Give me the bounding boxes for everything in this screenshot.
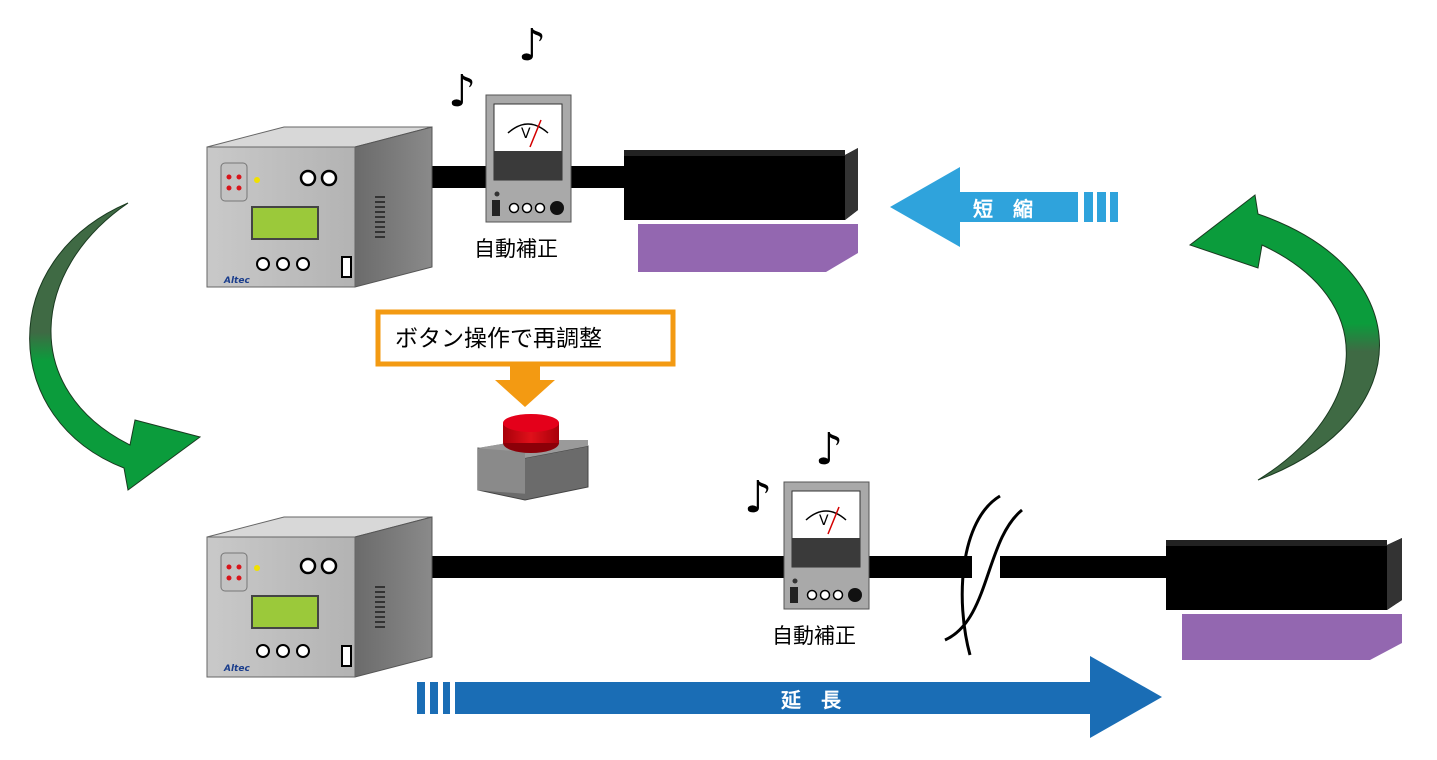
shorten-arrow: 短 縮 bbox=[890, 167, 1118, 247]
auto-correct-label-top: 自動補正 bbox=[474, 237, 558, 261]
red-push-button-icon bbox=[477, 414, 589, 501]
controller-bottom: Altec bbox=[206, 516, 433, 678]
svg-text:♪: ♪ bbox=[518, 20, 546, 71]
controller-top: Altec bbox=[206, 126, 433, 288]
button-callout: ボタン操作で再調整 bbox=[375, 309, 676, 407]
left-curved-arrow-icon bbox=[29, 202, 202, 491]
svg-text:♪: ♪ bbox=[448, 66, 476, 117]
light-head-top bbox=[624, 148, 858, 272]
extend-label: 延 長 bbox=[780, 688, 842, 712]
meter-unit-top: V bbox=[521, 126, 531, 142]
svg-text:♪: ♪ bbox=[815, 424, 843, 475]
voltmeter-icon: V bbox=[783, 481, 870, 610]
shorten-label: 短 縮 bbox=[973, 197, 1033, 221]
voltmeter-icon: V bbox=[485, 94, 572, 223]
brand-logo-top: Altec bbox=[223, 276, 250, 286]
meter-unit-bottom: V bbox=[819, 513, 829, 529]
light-head-bottom bbox=[1166, 538, 1402, 660]
music-note-icon: ♪ ♪ bbox=[448, 20, 546, 117]
button-callout-label: ボタン操作で再調整 bbox=[395, 326, 602, 352]
brand-logo-bottom: Altec bbox=[223, 664, 250, 674]
svg-text:♪: ♪ bbox=[744, 472, 772, 523]
music-note-icon: ♪ ♪ bbox=[744, 424, 843, 523]
cable-break-icon bbox=[944, 494, 1023, 656]
right-curved-arrow-icon bbox=[1188, 194, 1380, 481]
auto-correct-label-bottom: 自動補正 bbox=[772, 624, 856, 648]
extend-arrow: 延 長 bbox=[417, 656, 1162, 738]
